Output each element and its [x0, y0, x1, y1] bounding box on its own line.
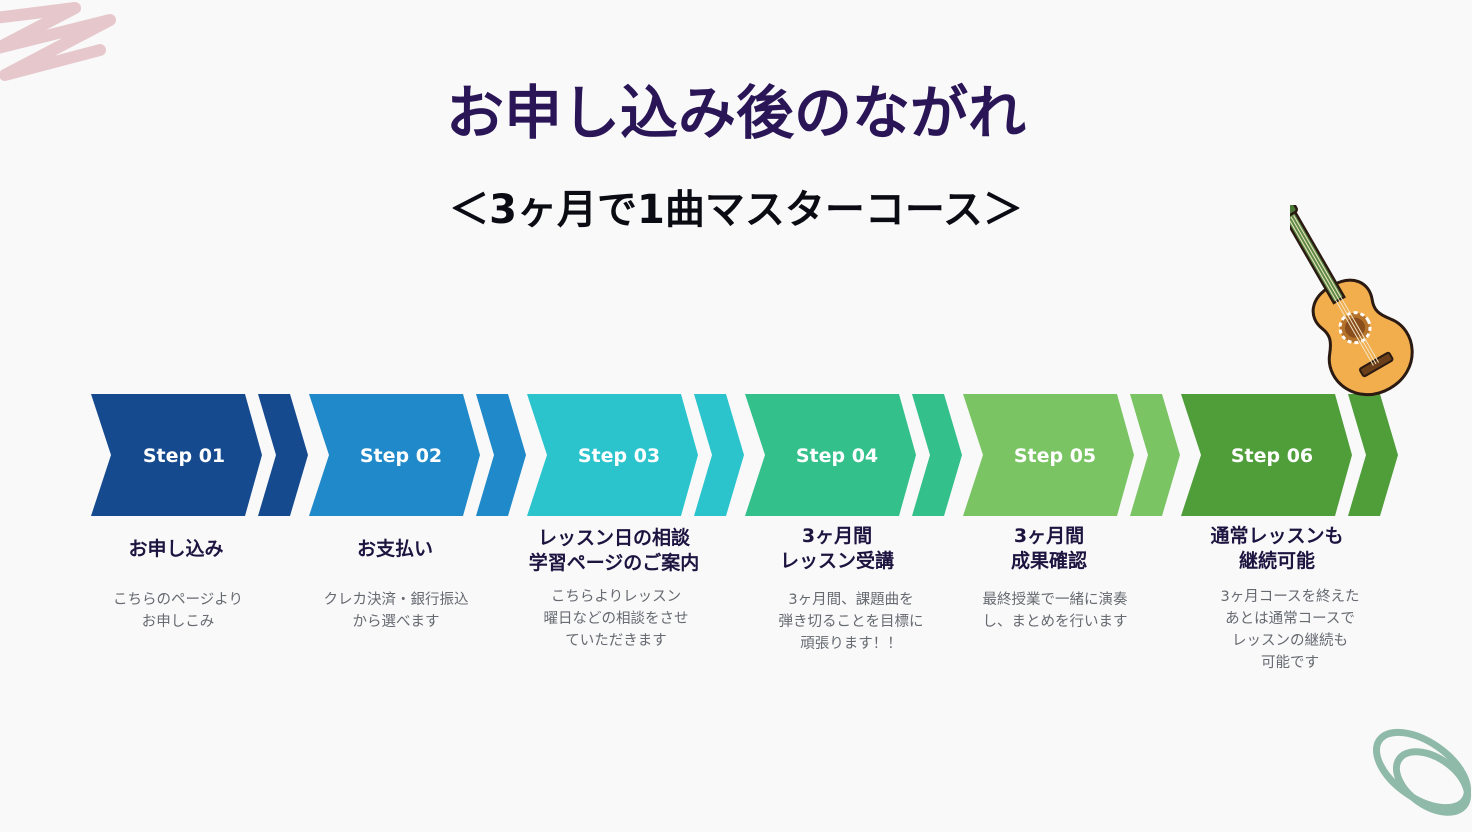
step-3-heading-line-2: 学習ページのご案内 — [528, 552, 700, 574]
step-4-description-line-2: 弾き切ることを目標に — [778, 614, 924, 630]
step-4-label: Step 04 — [796, 445, 878, 467]
step-6-heading-line-2: 継続可能 — [1238, 550, 1315, 572]
step-3-arrow — [527, 394, 698, 516]
step-4-arrow — [745, 394, 916, 516]
step-1-label: Step 01 — [143, 445, 225, 467]
page-title: お申し込み後のながれ — [445, 79, 1026, 147]
step-3-chevron: Step 03 — [527, 394, 744, 516]
step-5-description: 最終授業で一緒に演奏 し、まとめを行います — [945, 589, 1165, 633]
course-subtitle: ＜3ヶ月で1曲マスターコース＞ — [449, 187, 1023, 233]
step-4-description: 3ヶ月間、課題曲を 弾き切ることを目標に 頑張ります！！ — [741, 589, 961, 655]
step-2-label: Step 02 — [360, 445, 442, 467]
step-6-description-line-1: 3ヶ月コースを終えた — [1220, 589, 1360, 605]
step-3-description-line-3: ていただきます — [565, 633, 667, 649]
pink-scribble-decoration — [0, 2, 116, 81]
step-2-description-line-1: クレカ決済・銀行振込 — [323, 592, 469, 608]
step-1-chevron: Step 01 — [91, 394, 308, 516]
step-5-heading: 3ヶ月間 成果確認 — [929, 524, 1169, 574]
step-3-arrow-tail — [694, 394, 744, 516]
step-1-description-line-2: お申しこみ — [141, 614, 215, 630]
step-6-label: Step 06 — [1231, 445, 1313, 467]
step-2-description-line-2: から選べます — [352, 614, 440, 630]
step-5-description-line-1: 最終授業で一緒に演奏 — [982, 592, 1128, 608]
step-3-heading-line-1: レッスン日の相談 — [537, 527, 690, 549]
step-2-arrow-tail — [476, 394, 526, 516]
step-3-description-line-1: こちらよりレッスン — [550, 589, 682, 605]
guitar-icon — [1290, 205, 1414, 397]
step-6-chevron: Step 06 — [1181, 394, 1398, 516]
step-4-heading-line-2: レッスン受講 — [779, 550, 894, 572]
step-4-chevron: Step 04 — [745, 394, 962, 516]
step-6-description-line-3: レッスンの継続も — [1232, 633, 1348, 649]
step-3-heading: レッスン日の相談 学習ページのご案内 — [494, 526, 734, 576]
step-2-arrow — [309, 394, 480, 516]
step-2-heading-line-1: お支払い — [356, 538, 433, 560]
step-1-heading-line-1: お申し込み — [128, 538, 224, 560]
step-2-description: クレカ決済・銀行振込 から選べます — [286, 589, 506, 633]
step-6-description: 3ヶ月コースを終えた あとは通常コースで レッスンの継続も 可能です — [1180, 586, 1400, 674]
step-4-heading-line-1: 3ヶ月間 — [801, 525, 873, 547]
step-3-label: Step 03 — [578, 445, 660, 467]
step-3-description: こちらよりレッスン 曜日などの相談をさせ ていただきます — [506, 586, 726, 652]
step-2-chevron: Step 02 — [309, 394, 526, 516]
step-4-arrow-tail — [912, 394, 962, 516]
step-1-heading: お申し込み — [56, 537, 296, 562]
step-5-arrow — [963, 394, 1134, 516]
step-5-arrow-tail — [1130, 394, 1180, 516]
step-4-description-line-1: 3ヶ月間、課題曲を — [788, 592, 914, 608]
step-1-description: こちらのページより お申しこみ — [68, 589, 288, 633]
step-5-description-line-2: し、まとめを行います — [982, 614, 1128, 630]
step-2-heading: お支払い — [275, 537, 515, 562]
step-6-description-line-4: 可能です — [1261, 655, 1319, 671]
green-loop-decoration — [1372, 728, 1472, 816]
step-4-heading: 3ヶ月間 レッスン受講 — [717, 524, 957, 574]
step-5-heading-line-1: 3ヶ月間 — [1013, 525, 1085, 547]
step-1-arrow-tail — [258, 394, 308, 516]
step-4-description-line-3: 頑張ります！！ — [800, 636, 902, 652]
step-5-chevron: Step 05 — [963, 394, 1180, 516]
step-5-heading-line-2: 成果確認 — [1010, 550, 1087, 572]
step-6-arrow — [1181, 394, 1352, 516]
step-5-label: Step 05 — [1014, 445, 1096, 467]
step-1-description-line-1: こちらのページより — [113, 592, 243, 608]
step-3-description-line-2: 曜日などの相談をさせ — [543, 611, 689, 627]
step-1-arrow — [91, 394, 262, 516]
step-6-description-line-2: あとは通常コースで — [1225, 611, 1355, 627]
step-6-heading-line-1: 通常レッスンも — [1210, 525, 1344, 547]
step-6-arrow-tail — [1348, 394, 1398, 516]
step-6-heading: 通常レッスンも 継続可能 — [1157, 524, 1397, 574]
